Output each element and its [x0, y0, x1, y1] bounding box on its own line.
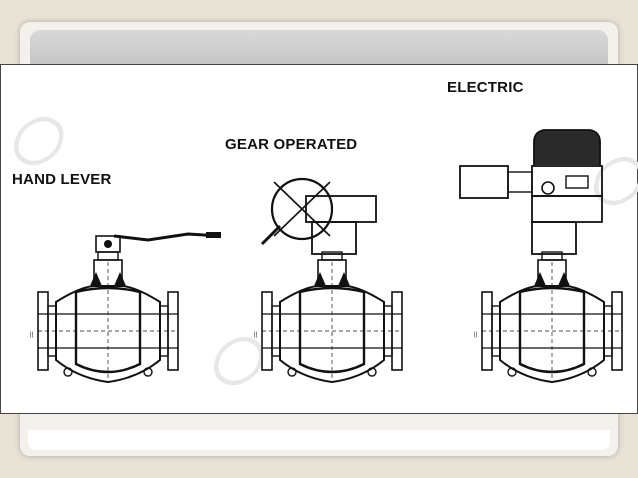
- gear-operated-label: GEAR OPERATED: [225, 136, 358, 153]
- slide-footer-bar: [28, 430, 610, 450]
- gear-operated-valve: [252, 177, 404, 384]
- electric-label: ELECTRIC: [447, 79, 524, 96]
- watermark-middle: ◯: [210, 331, 262, 383]
- watermark-left: ◯: [10, 111, 62, 163]
- electric-valve: [459, 129, 624, 384]
- hand-lever-valve: [28, 232, 222, 384]
- hand-lever-label: HAND LEVER: [12, 171, 112, 188]
- slide-title-bar: [30, 30, 608, 66]
